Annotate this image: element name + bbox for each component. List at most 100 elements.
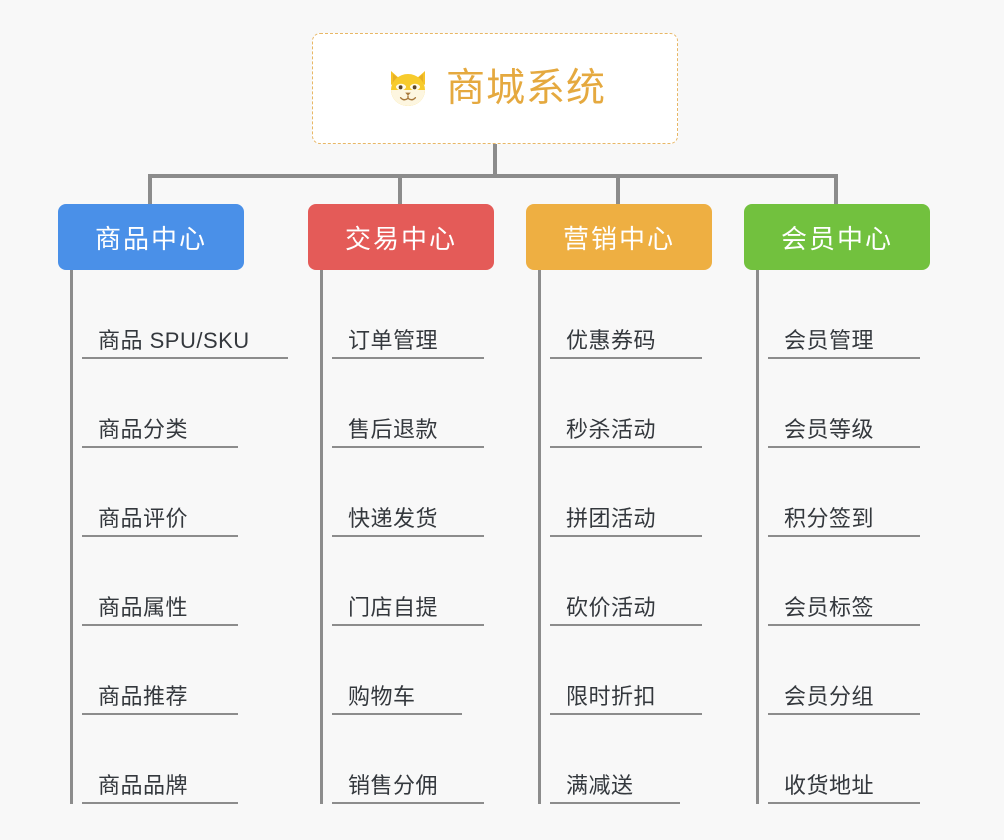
list-item-label: 售后退款 [348,416,439,442]
list-item-label: 秒杀活动 [566,416,657,442]
list-item-label: 订单管理 [348,327,439,353]
list-item-label: 快递发货 [348,505,439,531]
list-item[interactable]: 购物车 [320,626,494,715]
column-items: 商品 SPU/SKU 商品分类 商品评价 商品属性 商品推荐 商品品牌 [58,270,288,804]
list-item-rule [550,802,680,804]
dog-face-icon [384,65,432,113]
list-item[interactable]: 满减送 [538,715,712,804]
column-marketing-center: 营销中心 优惠券码 秒杀活动 拼团活动 砍价活动 限时折扣 满减送 [526,204,712,804]
list-item-rule [768,446,920,448]
list-item-rule [82,446,238,448]
list-item-label: 商品品牌 [98,772,189,798]
column-items: 优惠券码 秒杀活动 拼团活动 砍价活动 限时折扣 满减送 [526,270,712,804]
list-item-rule [332,624,484,626]
list-item-rule [768,713,920,715]
list-item-rule [82,802,238,804]
list-item-label: 收货地址 [784,772,875,798]
column-member-center: 会员中心 会员管理 会员等级 积分签到 会员标签 会员分组 收货地址 [744,204,930,804]
column-trade-center: 交易中心 订单管理 售后退款 快递发货 门店自提 购物车 销售分佣 [308,204,494,804]
column-header-member-center[interactable]: 会员中心 [744,204,930,270]
list-item-label: 商品 SPU/SKU [98,327,250,353]
column-header-product-center[interactable]: 商品中心 [58,204,244,270]
list-item-rule [550,713,702,715]
list-item-rule [332,446,484,448]
column-header-marketing-center[interactable]: 营销中心 [526,204,712,270]
root-title: 商城系统 [445,67,606,110]
list-item-label: 商品推荐 [98,683,189,709]
list-item[interactable]: 销售分佣 [320,715,494,804]
column-spine [320,270,323,804]
list-item[interactable]: 会员等级 [756,359,930,448]
list-item[interactable]: 订单管理 [320,270,494,359]
list-item[interactable]: 积分签到 [756,448,930,537]
list-item-rule [82,624,238,626]
list-item-rule [768,535,920,537]
list-item[interactable]: 拼团活动 [538,448,712,537]
column-items: 订单管理 售后退款 快递发货 门店自提 购物车 销售分佣 [308,270,494,804]
list-item-label: 满减送 [566,772,634,798]
list-item-label: 门店自提 [348,594,439,620]
list-item-label: 会员标签 [784,594,875,620]
list-item-rule [550,624,702,626]
root-connector-stem [493,144,497,176]
list-item[interactable]: 商品属性 [70,537,244,626]
list-item-rule [82,713,238,715]
list-item-label: 会员分组 [784,683,875,709]
connector-drop-1 [148,174,152,206]
list-item-label: 限时折扣 [566,683,657,709]
column-header-label: 营销中心 [562,223,675,254]
connector-drop-4 [834,174,838,206]
list-item[interactable]: 会员管理 [756,270,930,359]
list-item-rule [82,357,288,359]
column-header-label: 交易中心 [344,223,457,254]
list-item[interactable]: 限时折扣 [538,626,712,715]
list-item-label: 商品属性 [98,594,189,620]
column-spine [756,270,759,804]
list-item-label: 商品评价 [98,505,189,531]
list-item-label: 积分签到 [784,505,875,531]
list-item-rule [332,357,484,359]
list-item[interactable]: 商品 SPU/SKU [70,270,288,359]
list-item[interactable]: 商品分类 [70,359,244,448]
list-item-rule [332,535,484,537]
connector-drop-3 [616,174,620,206]
list-item[interactable]: 商品评价 [70,448,244,537]
list-item-rule [82,535,238,537]
column-product-center: 商品中心 商品 SPU/SKU 商品分类 商品评价 商品属性 商品推荐 商品品牌 [58,204,288,804]
list-item-label: 拼团活动 [566,505,657,531]
list-item[interactable]: 砍价活动 [538,537,712,626]
list-item-label: 砍价活动 [566,594,657,620]
list-item[interactable]: 门店自提 [320,537,494,626]
column-spine [70,270,73,804]
list-item-rule [768,624,920,626]
list-item[interactable]: 快递发货 [320,448,494,537]
list-item[interactable]: 会员标签 [756,537,930,626]
list-item-rule [550,535,702,537]
list-item-label: 商品分类 [98,416,189,442]
list-item[interactable]: 收货地址 [756,715,930,804]
list-item-label: 销售分佣 [348,772,439,798]
column-spine [538,270,541,804]
list-item-label: 会员等级 [784,416,875,442]
list-item[interactable]: 优惠券码 [538,270,712,359]
list-item[interactable]: 商品推荐 [70,626,244,715]
column-header-trade-center[interactable]: 交易中心 [308,204,494,270]
list-item-rule [768,802,920,804]
connector-drop-2 [398,174,402,206]
list-item[interactable]: 商品品牌 [70,715,244,804]
list-item-label: 优惠券码 [566,327,657,353]
list-item-label: 会员管理 [784,327,875,353]
connector-bus [148,174,838,178]
list-item[interactable]: 秒杀活动 [538,359,712,448]
column-header-label: 商品中心 [94,223,207,254]
column-items: 会员管理 会员等级 积分签到 会员标签 会员分组 收货地址 [744,270,930,804]
list-item-rule [768,357,920,359]
list-item-label: 购物车 [348,683,416,709]
list-item[interactable]: 售后退款 [320,359,494,448]
root-node[interactable]: 商城系统 [312,33,678,144]
list-item-rule [550,446,702,448]
list-item-rule [332,713,462,715]
list-item[interactable]: 会员分组 [756,626,930,715]
list-item-rule [332,802,484,804]
